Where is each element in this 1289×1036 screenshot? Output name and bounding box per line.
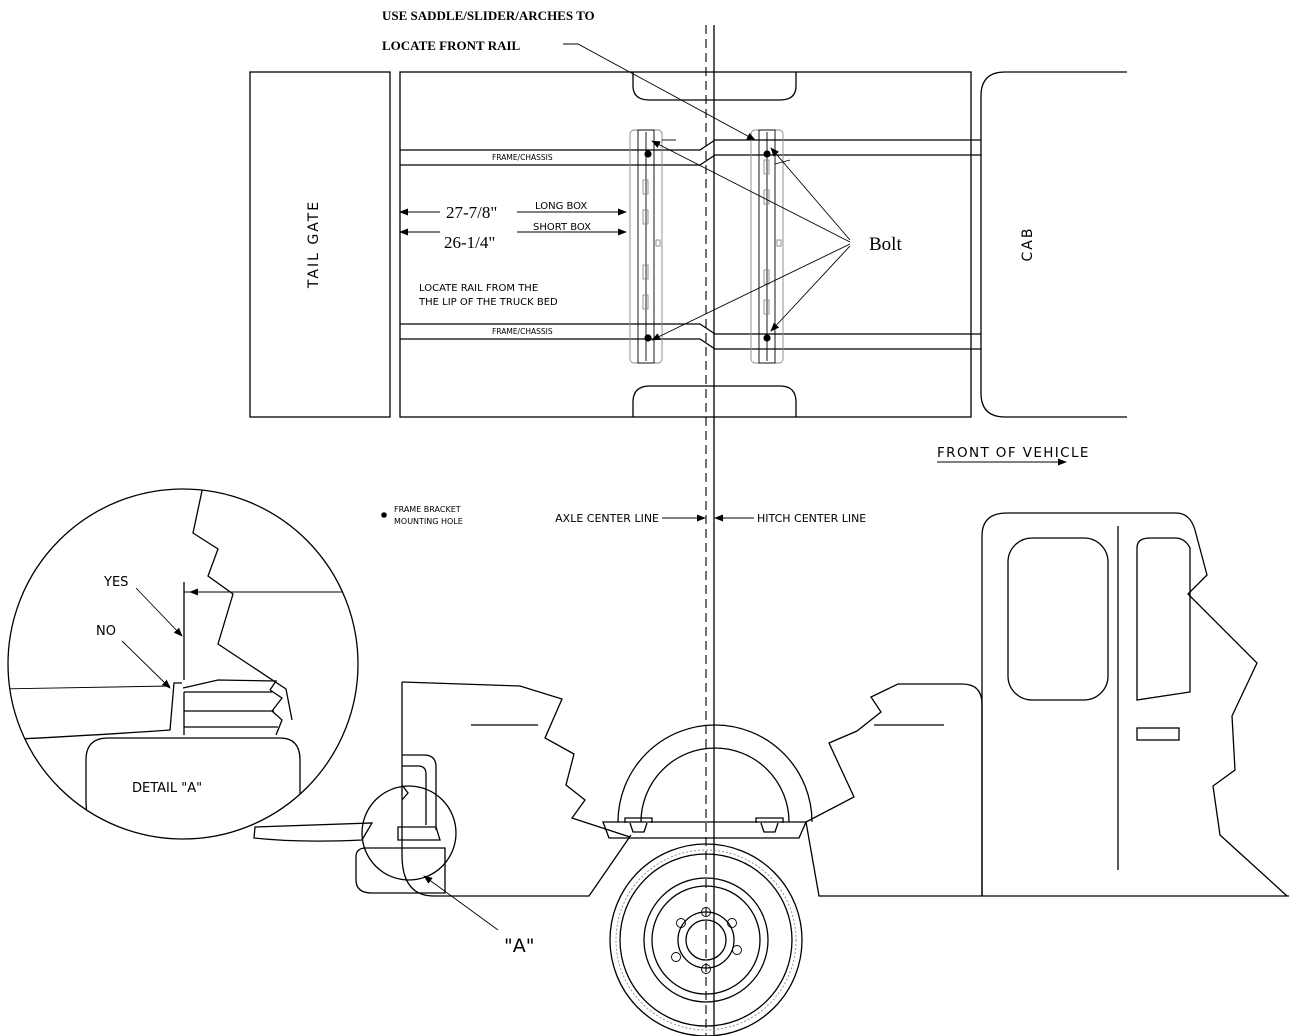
axle-center-line-label: AXLE CENTER LINE — [555, 512, 659, 525]
bolt-leaders — [651, 140, 851, 341]
front-of-vehicle-label: FRONT OF VEHICLE — [937, 445, 1090, 461]
dim-short-label: SHORT BOX — [533, 222, 591, 233]
detail-title: DETAIL "A" — [132, 781, 202, 796]
side-view: "A" — [253, 512, 1289, 1036]
no-leader — [121, 640, 171, 689]
top-note-line2: LOCATE FRONT RAIL — [382, 38, 521, 53]
cab-rear-window — [1007, 537, 1109, 701]
front-rail — [750, 129, 784, 364]
frame-label-top: FRAME/CHASSIS — [492, 153, 553, 162]
bed-side-outline — [401, 682, 632, 897]
wheel-arch — [617, 724, 813, 823]
cab-side-outline — [981, 512, 1288, 897]
wheel-well-bottom — [632, 385, 797, 417]
cab-door-window — [1136, 537, 1191, 701]
yes-leader — [135, 587, 183, 637]
legend-line1: FRAME BRACKET — [394, 505, 461, 514]
wheel-well-top — [632, 72, 797, 101]
tail-gate-box — [249, 71, 391, 418]
legend: FRAME BRACKET MOUNTING HOLE — [381, 505, 463, 526]
hitch-center-line-label: HITCH CENTER LINE — [757, 512, 866, 525]
detail-a-callout: "A" — [504, 935, 534, 957]
truck-bed-outline — [399, 71, 972, 418]
dimension-long-box: 27-7/8" LONG BOX — [399, 201, 627, 222]
locate-note-line1: LOCATE RAIL FROM THE — [419, 283, 538, 294]
top-view: USE SADDLE/SLIDER/ARCHES TO LOCATE FRONT… — [249, 8, 1127, 1036]
tail-gate-open — [253, 822, 374, 842]
top-note-leader — [563, 43, 756, 141]
dimension-short-box: 26-1/4" SHORT BOX — [399, 222, 627, 252]
detail-yes-label: YES — [103, 575, 128, 590]
dim-short-value: 26-1/4" — [444, 233, 495, 252]
rear-wheel — [609, 843, 803, 1036]
frame-rail-bottom — [400, 323, 981, 350]
mounting-hole — [644, 150, 652, 158]
mounting-hole — [763, 334, 771, 342]
detail-circle — [7, 488, 359, 840]
mounting-hole — [644, 334, 652, 342]
locate-note-line2: THE LIP OF THE TRUCK BED — [418, 297, 558, 308]
frame-rail-top — [400, 139, 981, 166]
detail-no-label: NO — [96, 624, 116, 639]
mounting-hole-legend-dot — [381, 512, 387, 518]
bed-floor — [602, 821, 807, 839]
rail-profile-rear — [624, 817, 653, 833]
dim-long-label: LONG BOX — [535, 201, 587, 212]
mounting-hole — [763, 150, 771, 158]
dim-long-value: 27-7/8" — [446, 203, 497, 222]
door-handle — [1136, 727, 1180, 741]
detail-a-leader — [423, 875, 499, 931]
tail-gate-label: TAIL GATE — [306, 200, 322, 289]
rear-rail — [629, 129, 663, 364]
rail-profile-front — [755, 817, 784, 833]
cab-label: CAB — [1020, 227, 1036, 262]
rear-bumper — [355, 847, 446, 894]
top-note-line1: USE SADDLE/SLIDER/ARCHES TO — [382, 8, 595, 23]
cab-outline — [980, 71, 1127, 418]
detail-a-view: YES NO DETAIL "A" — [7, 488, 359, 840]
bolt-label: Bolt — [869, 234, 902, 255]
detail-a-callout-circle — [361, 785, 457, 881]
frame-label-bottom: FRAME/CHASSIS — [492, 327, 553, 336]
legend-line2: MOUNTING HOLE — [394, 517, 463, 526]
bed-front-outline — [805, 821, 1289, 897]
